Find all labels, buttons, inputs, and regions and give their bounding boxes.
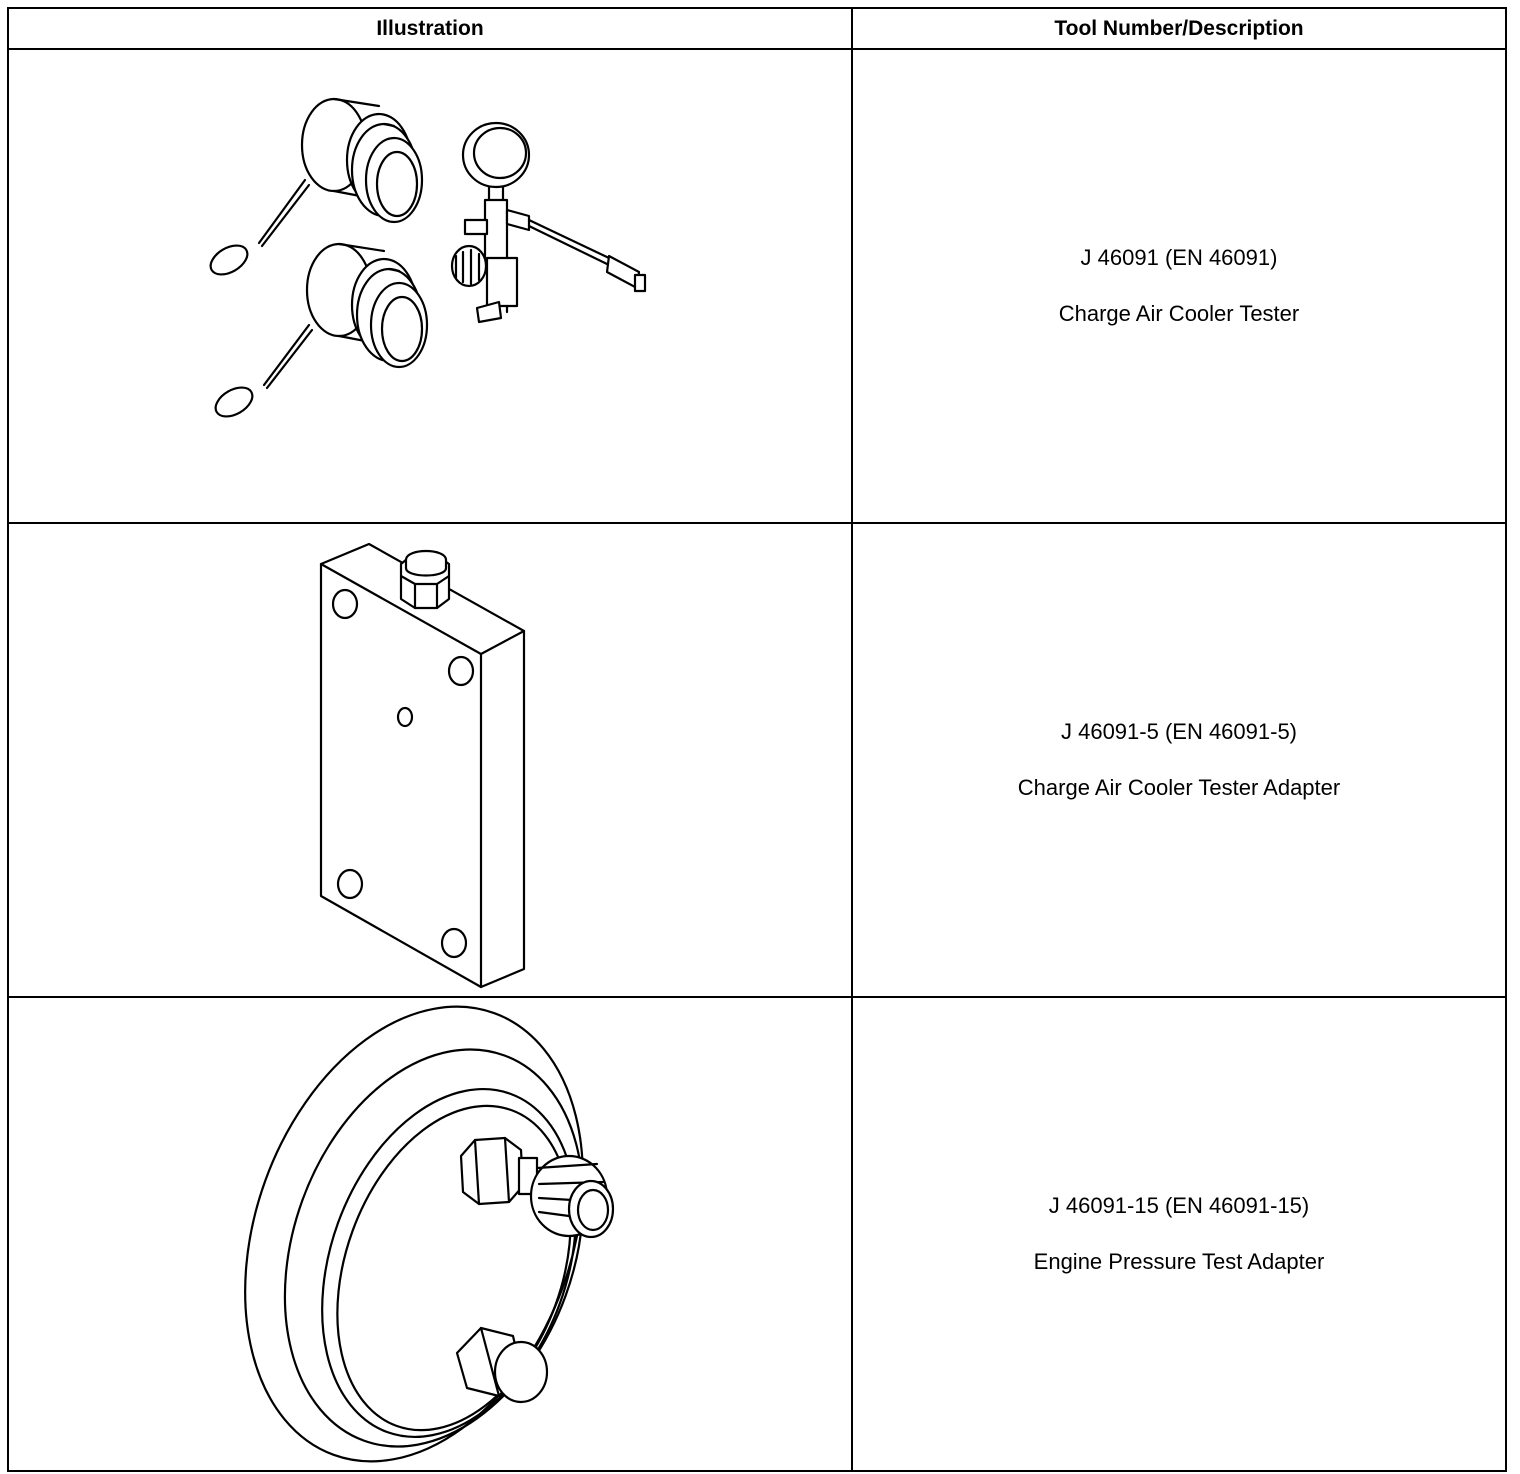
tool-table: Illustration Tool Number/Description bbox=[7, 7, 1507, 1472]
cap-plug-lower-icon bbox=[214, 242, 429, 418]
hex-plug-icon bbox=[455, 1326, 549, 1404]
illustration-cell bbox=[7, 996, 853, 1472]
tool-description-cell: J 46091-15 (EN 46091-15) Engine Pressure… bbox=[851, 996, 1507, 1472]
table-row: J 46091-15 (EN 46091-15) Engine Pressure… bbox=[7, 996, 1507, 1472]
tester-adapter-plate-icon bbox=[319, 542, 526, 989]
tool-number: J 46091-15 (EN 46091-15) bbox=[1048, 1192, 1310, 1218]
illustration-cell bbox=[7, 48, 853, 524]
tool-column-header: Tool Number/Description bbox=[851, 7, 1507, 50]
tool-description: Charge Air Cooler Tester Adapter bbox=[1017, 775, 1341, 800]
tool-description-cell: J 46091 (EN 46091) Charge Air Cooler Tes… bbox=[851, 48, 1507, 524]
tool-number: J 46091 (EN 46091) bbox=[1080, 244, 1278, 270]
table-row: J 46091 (EN 46091) Charge Air Cooler Tes… bbox=[7, 48, 1507, 524]
cap-plug-upper-icon bbox=[209, 97, 424, 276]
illustration-column-header: Illustration bbox=[7, 7, 853, 50]
engine-pressure-test-adapter-icon bbox=[244, 1005, 615, 1463]
plug-nut-icon bbox=[399, 549, 451, 610]
tool-description: Charge Air Cooler Tester bbox=[1058, 301, 1300, 326]
tool-description-cell: J 46091-5 (EN 46091-5) Charge Air Cooler… bbox=[851, 522, 1507, 998]
valve-knob-icon bbox=[459, 1136, 615, 1239]
tool-number: J 46091-5 (EN 46091-5) bbox=[1060, 718, 1298, 744]
gauge-manifold-icon bbox=[450, 121, 647, 324]
charge-air-cooler-tester-icon bbox=[209, 97, 647, 418]
table-header-row: Illustration Tool Number/Description bbox=[7, 7, 1507, 50]
illustration-cell bbox=[7, 522, 853, 998]
table-row: J 46091-5 (EN 46091-5) Charge Air Cooler… bbox=[7, 522, 1507, 998]
tool-description: Engine Pressure Test Adapter bbox=[1033, 1249, 1325, 1274]
